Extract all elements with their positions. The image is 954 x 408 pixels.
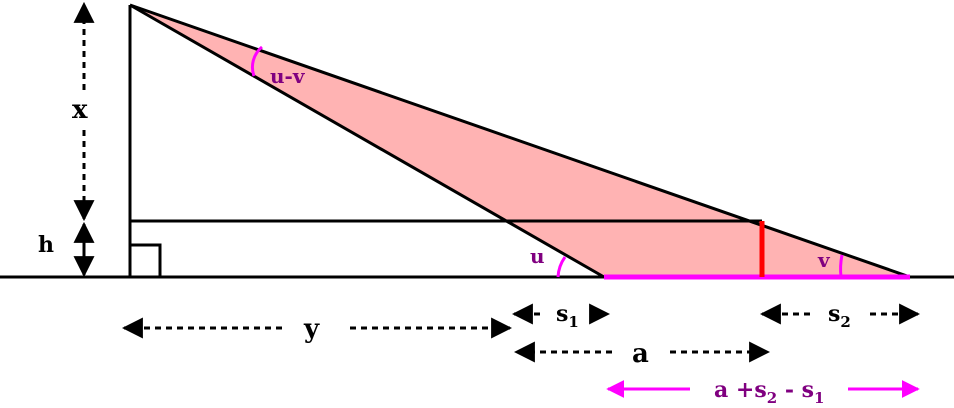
hypotenuse-inner bbox=[129, 3, 605, 279]
hypotenuse-outer bbox=[129, 3, 911, 279]
label-s2: s2 bbox=[828, 301, 851, 331]
label-s1-sub: 1 bbox=[568, 313, 578, 331]
label-s1-main: s bbox=[556, 301, 568, 327]
angle-arc-u bbox=[556, 256, 567, 278]
label-s2-sub: 2 bbox=[840, 313, 850, 331]
label-sum-sub1: 1 bbox=[814, 389, 824, 407]
label-u-minus-v: u-v bbox=[270, 64, 306, 88]
label-sum-sub2: 2 bbox=[767, 389, 777, 407]
label-u: u bbox=[530, 244, 545, 268]
label-a: a bbox=[632, 339, 649, 369]
angle-arc-u-minus-v bbox=[250, 45, 264, 77]
label-s2-main: s bbox=[828, 301, 840, 327]
label-x: x bbox=[72, 95, 88, 125]
right-angle-marker bbox=[130, 243, 162, 277]
label-h: h bbox=[38, 232, 54, 258]
label-sum: a +s2 - s1 bbox=[714, 377, 824, 407]
label-sum-a: a +s bbox=[714, 377, 767, 403]
label-y: y bbox=[303, 314, 320, 344]
label-s1: s1 bbox=[556, 301, 579, 331]
label-sum-mid: - s bbox=[777, 377, 814, 403]
angle-arc-v bbox=[839, 254, 844, 278]
label-v: v bbox=[817, 248, 831, 272]
